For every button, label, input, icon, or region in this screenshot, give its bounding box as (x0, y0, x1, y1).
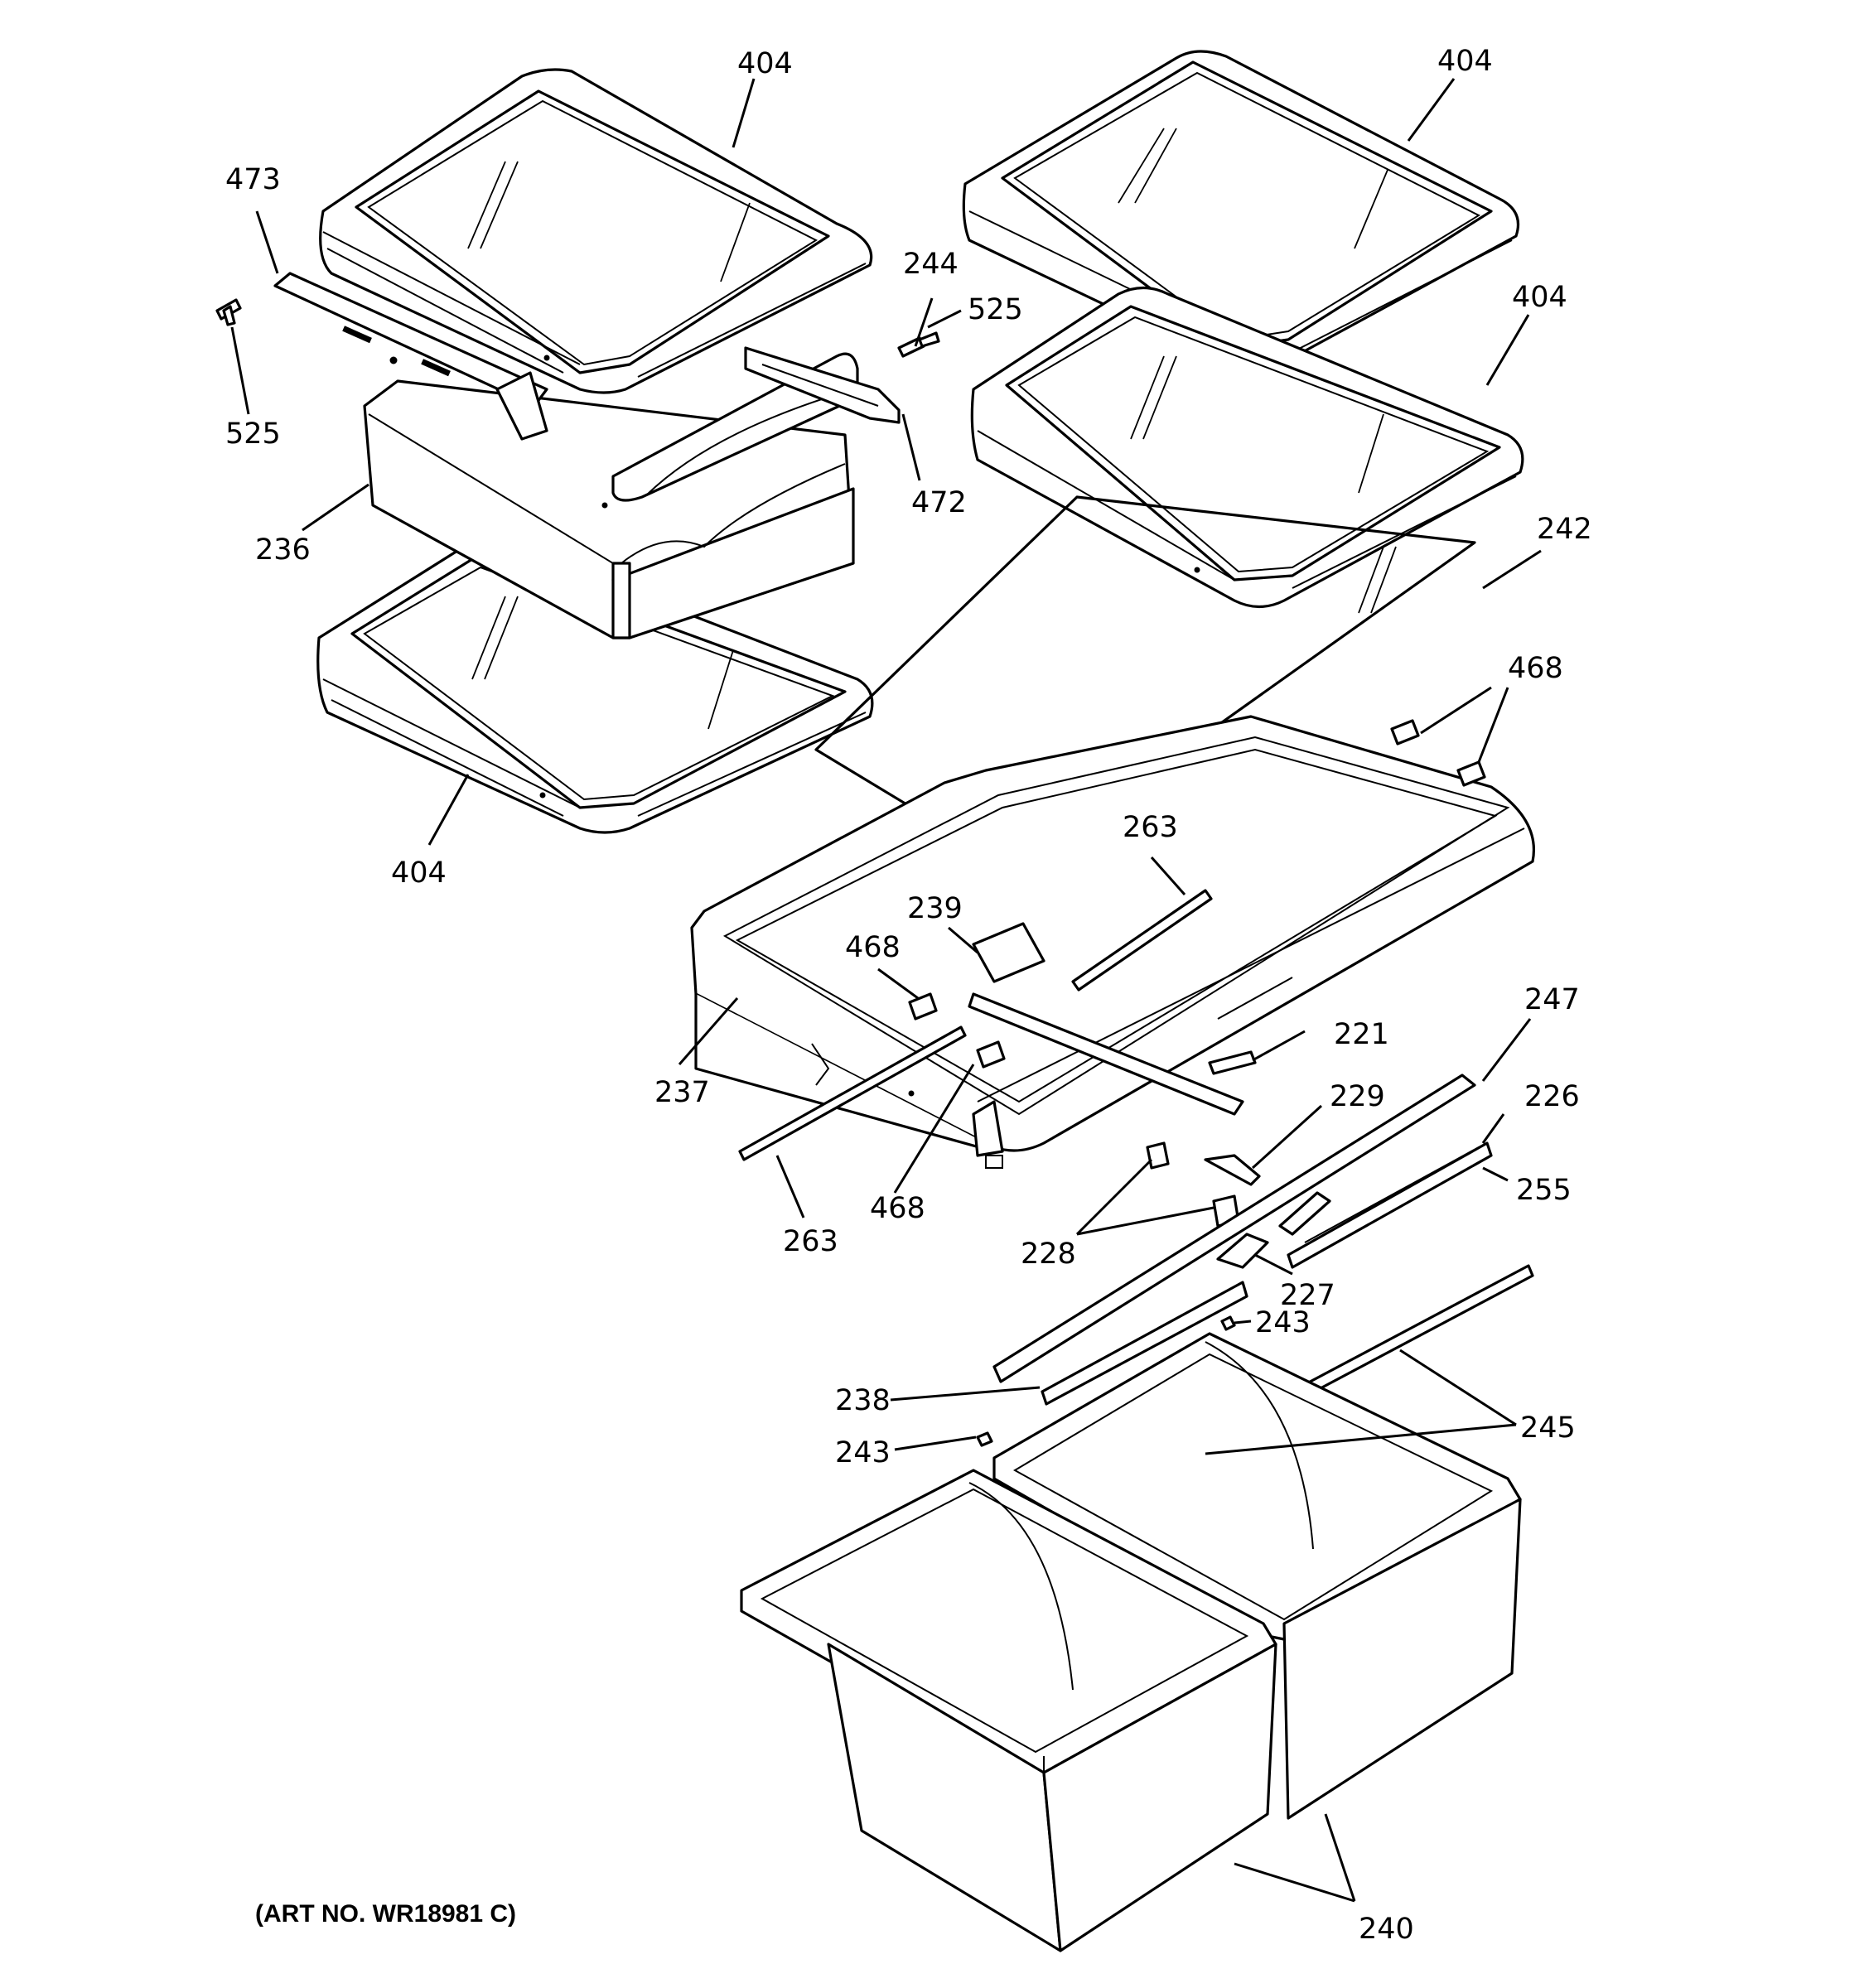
crisper-drawer-front (740, 1469, 1277, 1952)
label-247: 247 (1524, 983, 1580, 1016)
leader-lines (230, 78, 1542, 1903)
art-number: (ART NO. WR18981 C) (255, 1900, 516, 1928)
label-227: 227 (1280, 1279, 1335, 1312)
label-404-c: 404 (1512, 281, 1567, 314)
shelf-middle-right (970, 286, 1524, 609)
control-227 (1216, 1191, 1331, 1269)
label-404-a: 404 (737, 47, 793, 80)
rail-472 (744, 346, 901, 424)
label-263-a: 263 (1123, 811, 1178, 844)
label-404-b: 404 (1437, 45, 1493, 78)
label-238: 238 (835, 1384, 891, 1417)
vent-strip-255 (1287, 1141, 1493, 1269)
screw-525-left (215, 298, 242, 326)
label-236: 236 (255, 533, 311, 567)
label-229: 229 (1330, 1080, 1385, 1113)
drawer-rail-473 (273, 272, 548, 441)
bumper-468-top-b (1456, 760, 1486, 787)
label-228: 228 (1021, 1238, 1076, 1271)
pad-243-b (976, 1431, 993, 1447)
label-243-b: 243 (835, 1436, 891, 1469)
label-244: 244 (903, 248, 959, 281)
shelf-top-right (962, 50, 1520, 371)
bumper-468-low (976, 1040, 1006, 1069)
label-240: 240 (1359, 1913, 1414, 1946)
rod-221 (1208, 1050, 1257, 1075)
label-525-a: 525 (225, 417, 281, 451)
crisper-drawer-rear (992, 1332, 1522, 1820)
label-255: 255 (1516, 1174, 1572, 1207)
bumper-468-mid (908, 992, 938, 1021)
label-263-b: 263 (783, 1225, 838, 1258)
label-468-a: 468 (1508, 652, 1563, 685)
label-468-c: 468 (870, 1192, 925, 1225)
label-221: 221 (1334, 1018, 1389, 1051)
pad-243-a (1220, 1315, 1236, 1331)
bumper-468-top-a (1390, 719, 1420, 746)
label-242: 242 (1537, 513, 1592, 546)
label-245: 245 (1520, 1411, 1576, 1445)
lever-229 (1204, 1154, 1261, 1186)
label-472: 472 (911, 486, 967, 519)
label-239: 239 (907, 892, 963, 925)
clip-228-a (1146, 1141, 1170, 1170)
label-404-d: 404 (391, 856, 447, 890)
hinge-239 (968, 922, 1244, 1116)
shelf-top-left (319, 68, 873, 394)
vent-strip-238 (1041, 1281, 1248, 1406)
slide-rail-263-upper (1071, 889, 1213, 992)
label-473: 473 (225, 163, 281, 196)
label-226: 226 (1524, 1080, 1580, 1113)
label-525-b: 525 (968, 293, 1023, 326)
label-468-b: 468 (845, 931, 901, 964)
crisper-frame-237 (690, 715, 1535, 1169)
trim-bar-247 (992, 1074, 1476, 1383)
label-243-a: 243 (1255, 1306, 1311, 1339)
label-237: 237 (654, 1076, 710, 1109)
part-labels: 404 404 404 404 473 525 525 244 472 236 … (225, 45, 1592, 1946)
slide-rail-263-lower (738, 1025, 967, 1161)
